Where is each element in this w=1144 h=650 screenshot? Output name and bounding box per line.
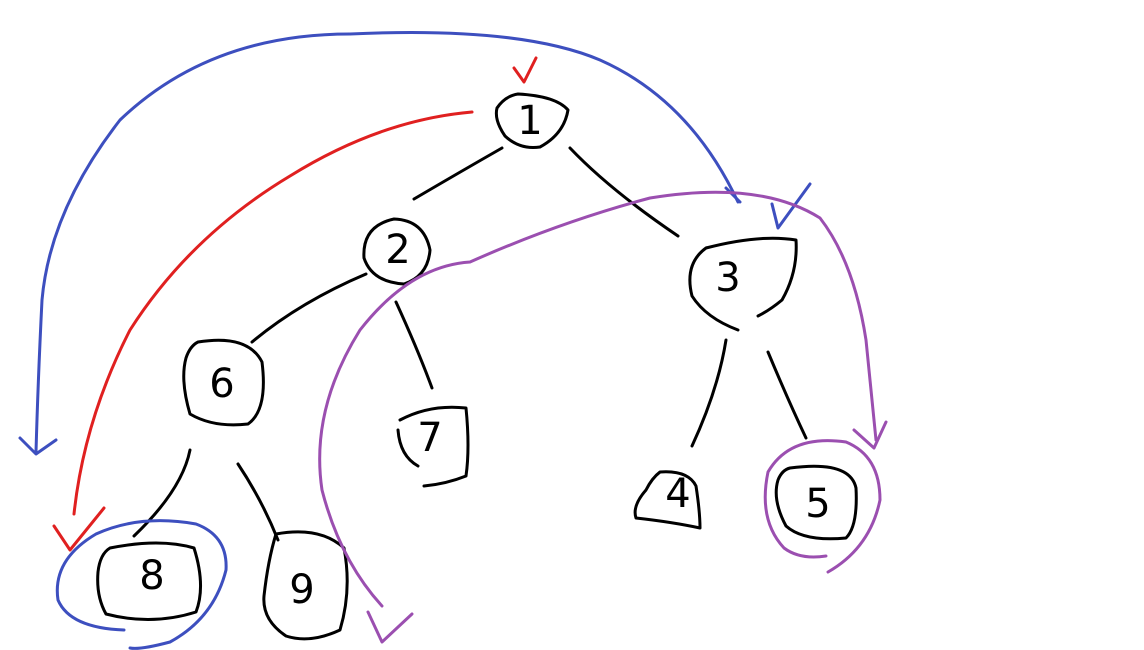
red-annotations [52,56,538,552]
blue-circle-node-8 [55,519,228,650]
blue-arc-right [348,30,740,204]
tree-edges [132,146,808,542]
node-1-label: 1 [517,98,542,144]
node-8-label: 8 [139,553,164,599]
node-5-label: 5 [805,481,830,527]
node-6-outline [182,338,265,427]
node-7-label: 7 [417,415,442,461]
edge-2-7 [394,300,434,390]
node-4-outline [633,470,702,530]
purple-arrowhead-bottom [366,610,414,644]
node-6-label: 6 [209,361,234,407]
node-9-outline [262,530,349,641]
edge-3-5 [766,350,808,440]
edge-1-3 [568,146,680,238]
node-3-label: 3 [715,255,740,301]
edge-2-6 [250,272,368,344]
node-1-outline [494,92,570,149]
node-7-outline [396,405,470,488]
blue-check-node-3 [770,182,812,230]
purple-circle-node-5 [763,439,882,574]
purple-arrowhead-right [852,420,888,450]
blue-annotations [18,30,812,650]
edge-6-8 [132,448,192,538]
edge-1-2 [412,146,504,201]
blue-arrowhead-left [18,436,58,456]
edge-3-4 [690,338,728,448]
tree-labels: 1 2 3 4 5 6 7 8 9 [139,98,830,613]
node-2-outline [362,217,432,286]
node-8-outline [96,541,203,621]
edge-6-9 [236,462,280,542]
red-check-node-1 [512,56,538,84]
node-2-label: 2 [385,227,410,273]
red-arc [72,110,474,516]
red-arrowhead [52,506,106,552]
node-3-outline [688,236,798,332]
purple-annotations [318,190,888,644]
blue-arrowhead-right [724,186,742,204]
blue-arc-left [34,32,352,454]
node-5-outline [774,464,858,541]
tree-nodes [96,92,858,641]
node-4-label: 4 [665,471,690,517]
node-9-label: 9 [289,567,314,613]
purple-arc [318,190,878,608]
